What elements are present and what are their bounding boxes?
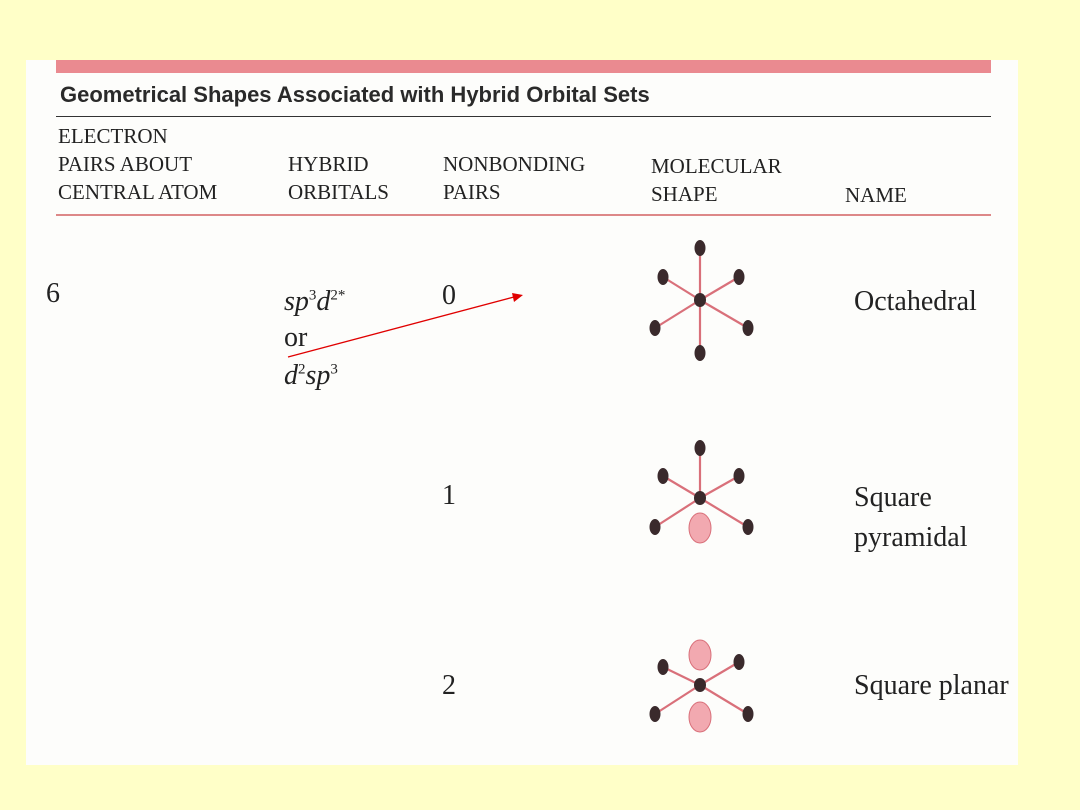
lone-pair-lobe <box>688 701 712 733</box>
col-head-line: CENTRAL ATOM <box>58 180 218 204</box>
col-head-line: MOLECULAR <box>651 154 782 178</box>
ligand-atom <box>657 269 669 285</box>
ligand-atom <box>733 654 745 670</box>
ligand-atom <box>733 468 745 484</box>
bond-line <box>699 661 740 686</box>
bond-line <box>699 276 740 301</box>
col-head-nonbonding-pairs: NONBONDING PAIRS <box>443 150 585 206</box>
bond-line <box>654 684 701 715</box>
col-head-line: ELECTRON <box>58 124 168 148</box>
electron-pairs-value: 6 <box>46 278 60 309</box>
header-rule-top <box>56 116 991 117</box>
col-head-line: PAIRS ABOUT <box>58 152 193 176</box>
ligand-atom <box>742 519 754 535</box>
ligand-atom <box>694 345 706 361</box>
ligand-atom <box>742 706 754 722</box>
orbital-superscript: 2* <box>330 287 346 304</box>
bond-line <box>699 497 749 528</box>
central-atom <box>694 293 706 307</box>
col-head-line: NONBONDING <box>443 152 586 176</box>
col-head-hybrid-orbitals: HYBRID ORBITALS <box>288 150 389 206</box>
shape-name-line: Square <box>854 482 932 513</box>
lone-pair-lobe <box>688 639 712 671</box>
shape-name-line: Square planar <box>854 670 1009 701</box>
orbital-part: d <box>284 360 298 391</box>
orbital-superscript: 3 <box>308 287 317 304</box>
bond-line <box>654 497 701 528</box>
shape-name-row-3: Square planar <box>854 666 1009 706</box>
header-strip <box>56 60 991 73</box>
ligand-atom <box>649 706 661 722</box>
central-atom <box>694 491 706 505</box>
bond-line <box>662 666 701 686</box>
nonbonding-pairs-row-3: 2 <box>442 670 456 701</box>
nonbonding-pairs-row-1: 0 <box>442 280 456 311</box>
bond-line <box>699 299 749 329</box>
table-title: Geometrical Shapes Associated with Hybri… <box>60 82 650 107</box>
orbital-part: sp <box>305 360 331 391</box>
lone-pair-lobe <box>688 512 712 544</box>
square-pyramidal-shape-diagram <box>649 440 754 544</box>
ligand-atom <box>694 440 706 456</box>
orbital-part: d <box>316 286 331 317</box>
ligand-atom <box>649 519 661 535</box>
col-head-molecular-shape: MOLECULAR SHAPE <box>651 152 782 208</box>
hybrid-orbital-sp3d2: sp3d2* <box>284 286 345 318</box>
bond-line <box>699 684 749 715</box>
ligand-atom <box>657 468 669 484</box>
shape-name-line: Octahedral <box>854 286 977 317</box>
col-head-line: PAIRS <box>443 180 501 204</box>
nonbonding-pairs-row-2: 1 <box>442 480 456 511</box>
shape-name-line: pyramidal <box>854 522 968 553</box>
octahedral-shape-diagram <box>649 240 754 361</box>
bond-line <box>654 299 701 329</box>
orbital-superscript: 2 <box>298 361 306 378</box>
bond-line <box>662 475 701 499</box>
col-head-line: SHAPE <box>651 182 718 206</box>
col-head-line: HYBRID <box>288 152 369 176</box>
hybrid-orbital-d2sp3: d2sp3 <box>284 360 338 392</box>
hybrid-orbital-table: Geometrical Shapes Associated with Hybri… <box>26 60 1018 765</box>
shape-name-row-1: Octahedral <box>854 282 977 322</box>
col-head-line: ORBITALS <box>288 180 389 204</box>
ligand-atom <box>649 320 661 336</box>
orbital-part: sp <box>284 286 309 317</box>
orbital-superscript: 3 <box>330 361 338 378</box>
ligand-atom <box>657 659 669 675</box>
hybrid-orbital-or: or <box>284 322 308 353</box>
col-head-electron-pairs: ELECTRON PAIRS ABOUT CENTRAL ATOM <box>58 122 217 206</box>
square-planar-shape-diagram <box>649 639 754 733</box>
ligand-atom <box>694 240 706 256</box>
shape-name-row-2: Square pyramidal <box>854 478 968 558</box>
header-rule-bottom <box>56 214 991 216</box>
octahedral-bonds <box>654 248 749 353</box>
bond-line <box>662 276 701 301</box>
bond-line <box>699 475 740 499</box>
col-head-name: NAME <box>845 183 907 207</box>
ligand-atom <box>733 269 745 285</box>
central-atom <box>694 678 706 692</box>
ligand-atom <box>742 320 754 336</box>
